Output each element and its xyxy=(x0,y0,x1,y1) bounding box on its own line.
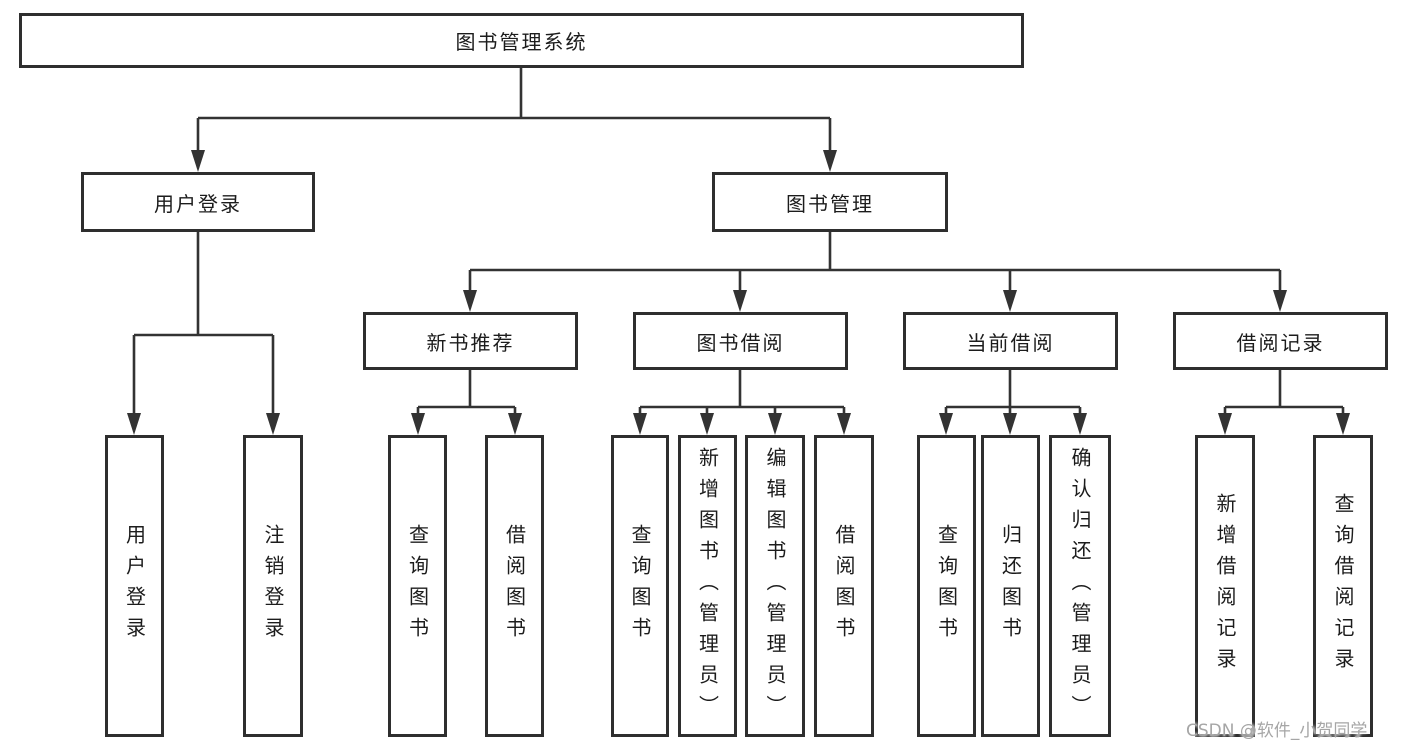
leaf-borrowing-borrow-book: 借阅图书 xyxy=(814,435,874,737)
node-user-login: 用户登录 xyxy=(81,172,315,232)
leaf-current-query-book: 查询图书 xyxy=(917,435,976,737)
node-borrowing-records-label: 借阅记录 xyxy=(1236,330,1325,355)
leaf-newbook-query-book-label: 查询图书 xyxy=(405,524,430,648)
node-user-login-label: 用户登录 xyxy=(154,191,242,216)
leaf-confirm-return-admin-label: 确认归还（管理员） xyxy=(1068,446,1092,726)
leaf-confirm-return-admin: 确认归还（管理员） xyxy=(1049,435,1111,737)
leaf-query-borrow-record: 查询借阅记录 xyxy=(1313,435,1373,737)
node-current-borrowing-label: 当前借阅 xyxy=(966,330,1055,355)
leaf-user-login-label: 用户登录 xyxy=(122,524,147,648)
leaf-query-borrow-record-label: 查询借阅记录 xyxy=(1331,493,1355,679)
node-book-borrowing-label: 图书借阅 xyxy=(696,330,785,355)
node-book-management: 图书管理 xyxy=(712,172,948,232)
node-root-label: 图书管理系统 xyxy=(455,30,588,54)
leaf-add-borrow-record: 新增借阅记录 xyxy=(1195,435,1255,737)
leaf-edit-book-admin: 编辑图书（管理员） xyxy=(745,435,805,737)
leaf-add-borrow-record-label: 新增借阅记录 xyxy=(1213,493,1237,679)
leaf-add-book-admin-label: 新增图书（管理员） xyxy=(695,446,720,726)
node-new-book-recommend: 新书推荐 xyxy=(363,312,578,370)
node-current-borrowing: 当前借阅 xyxy=(903,312,1118,370)
leaf-logout: 注销登录 xyxy=(243,435,303,737)
node-root: 图书管理系统 xyxy=(19,13,1024,68)
leaf-logout-label: 注销登录 xyxy=(261,524,285,648)
leaf-borrowing-query-book-label: 查询图书 xyxy=(628,524,652,648)
leaf-borrowing-borrow-book-label: 借阅图书 xyxy=(832,524,856,648)
leaf-newbook-borrow-book: 借阅图书 xyxy=(485,435,544,737)
node-book-management-label: 图书管理 xyxy=(786,191,874,216)
leaf-newbook-query-book: 查询图书 xyxy=(388,435,447,737)
leaf-borrowing-query-book: 查询图书 xyxy=(611,435,669,737)
leaf-return-book-label: 归还图书 xyxy=(998,524,1023,648)
node-new-book-recommend-label: 新书推荐 xyxy=(426,330,515,355)
leaf-edit-book-admin-label: 编辑图书（管理员） xyxy=(763,446,787,726)
node-book-borrowing: 图书借阅 xyxy=(633,312,848,370)
csdn-watermark: CSDN @软件_小贺同学 xyxy=(1186,721,1368,741)
leaf-return-book: 归还图书 xyxy=(981,435,1040,737)
connector-paths xyxy=(132,68,1345,419)
leaf-add-book-admin: 新增图书（管理员） xyxy=(678,435,737,737)
arrowheads xyxy=(127,150,1350,435)
leaf-newbook-borrow-book-label: 借阅图书 xyxy=(502,524,527,648)
leaf-user-login: 用户登录 xyxy=(105,435,164,737)
leaf-current-query-book-label: 查询图书 xyxy=(934,524,959,648)
node-borrowing-records: 借阅记录 xyxy=(1173,312,1388,370)
